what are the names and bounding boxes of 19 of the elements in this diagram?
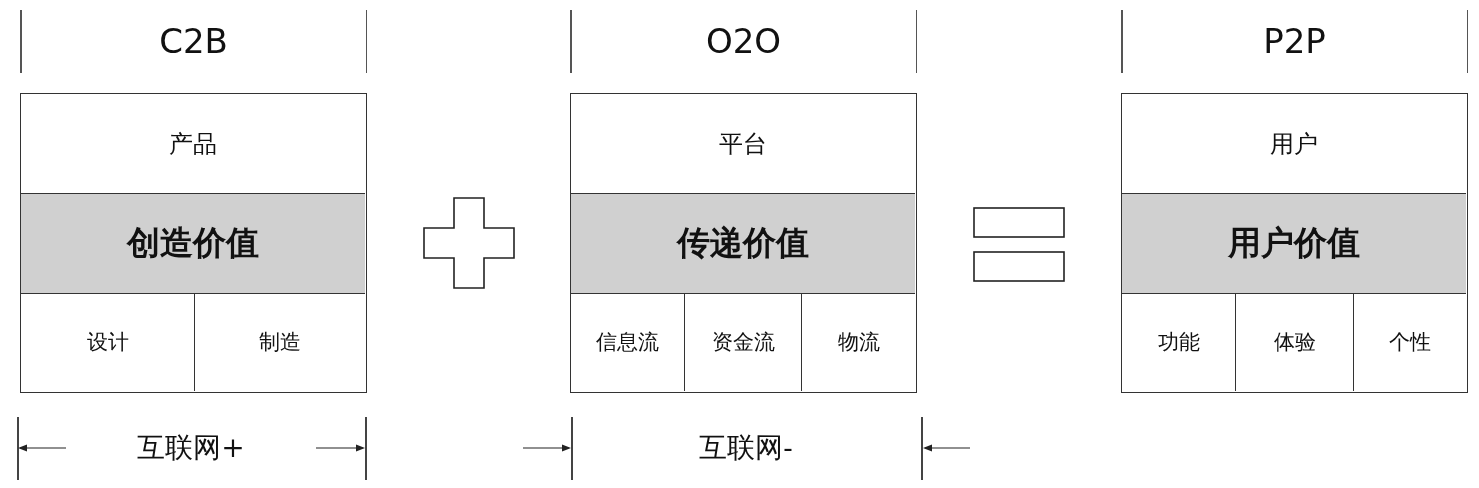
category-cell: 产品 [21,94,365,193]
attribute-cell: 个性 [1353,293,1466,391]
range-label: 互联网+ [137,430,245,466]
value-band: 传递价值 [571,192,915,294]
column-heading: P2P [1263,22,1326,61]
attribute-cell: 资金流 [684,293,801,391]
category-cell: 用户 [1122,94,1466,193]
attribute-cell: 物流 [801,293,915,391]
column-heading: O2O [705,22,782,61]
range-label: 互联网- [699,430,793,466]
attribute-cell: 制造 [194,293,365,391]
attribute-cell: 功能 [1122,293,1235,391]
attribute-cell: 体验 [1235,293,1353,391]
column-heading: C2B [159,22,228,61]
attribute-cell: 设计 [21,293,194,391]
attribute-cell: 信息流 [571,293,684,391]
value-band: 用户价值 [1122,192,1466,294]
value-band: 创造价值 [21,192,365,294]
category-cell: 平台 [571,94,915,193]
